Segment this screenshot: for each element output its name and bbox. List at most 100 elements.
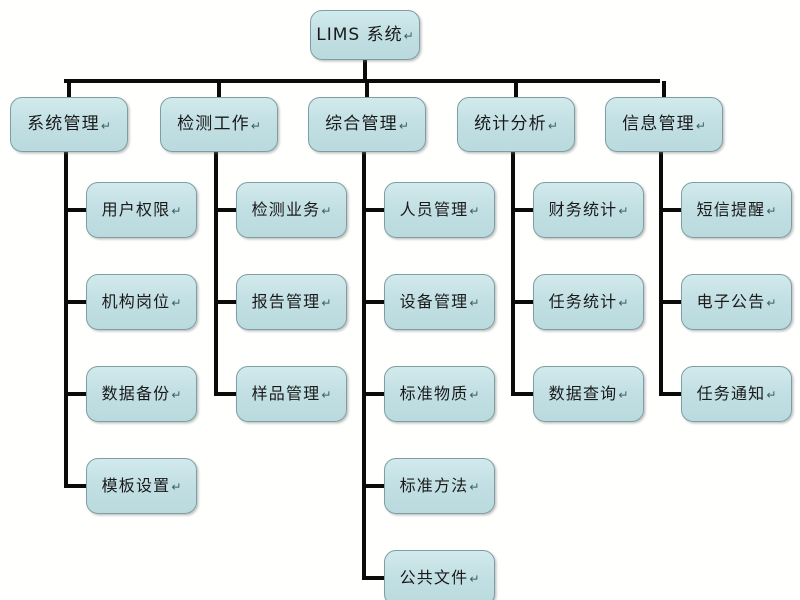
node-child-5-2-label: 电子公告 — [696, 292, 766, 311]
pilcrow-mark: ↵ — [398, 118, 409, 133]
node-child-3-3[interactable]: 标准物质↵ — [384, 366, 495, 422]
node-branch-3-label: 综合管理 — [325, 114, 398, 134]
connector-spine-to-child-4-3 — [511, 392, 535, 396]
connector-spine-to-child-1-2 — [64, 300, 88, 304]
node-child-2-3[interactable]: 样品管理↵ — [236, 366, 347, 422]
connector-spine-to-child-4-2 — [511, 300, 535, 304]
connector-bus-to-branch-4 — [514, 81, 518, 99]
node-branch-2-label: 检测工作 — [177, 114, 250, 134]
pilcrow-mark: ↵ — [321, 204, 332, 218]
pilcrow-mark: ↵ — [171, 480, 182, 494]
pilcrow-mark: ↵ — [171, 204, 182, 218]
node-branch-2[interactable]: 检测工作↵ — [160, 97, 278, 152]
connector-spine-to-child-2-3 — [214, 392, 238, 396]
connector-bus-to-branch-5 — [662, 81, 666, 99]
node-branch-4[interactable]: 统计分析↵ — [457, 97, 575, 152]
node-child-3-1-label: 人员管理 — [399, 200, 469, 219]
pilcrow-mark: ↵ — [618, 388, 629, 402]
connector-spine-branch-4 — [511, 152, 515, 394]
node-child-5-1-label: 短信提醒 — [696, 200, 766, 219]
node-child-2-3-label: 样品管理 — [251, 384, 321, 403]
node-child-3-2[interactable]: 设备管理↵ — [384, 274, 495, 330]
node-child-1-4-label: 模板设置 — [101, 476, 171, 495]
connector-bus-to-branch-1 — [67, 81, 71, 99]
pilcrow-mark: ↵ — [618, 296, 629, 310]
node-child-1-1-label: 用户权限 — [101, 200, 171, 219]
pilcrow-mark: ↵ — [469, 388, 480, 402]
node-child-3-4-label: 标准方法 — [399, 476, 469, 495]
node-child-5-2[interactable]: 电子公告↵ — [681, 274, 792, 330]
node-child-2-2-label: 报告管理 — [251, 292, 321, 311]
pilcrow-mark: ↵ — [171, 296, 182, 310]
node-branch-5[interactable]: 信息管理↵ — [605, 97, 723, 152]
node-child-3-3-label: 标准物质 — [399, 384, 469, 403]
node-child-2-1[interactable]: 检测业务↵ — [236, 182, 347, 238]
node-child-4-1-label: 财务统计 — [548, 200, 618, 219]
pilcrow-mark: ↵ — [469, 572, 480, 586]
connector-spine-branch-2 — [214, 152, 218, 394]
connector-spine-to-child-5-3 — [659, 392, 683, 396]
connector-spine-to-child-3-4 — [362, 484, 386, 488]
connector-bus-to-branch-2 — [217, 81, 221, 99]
node-child-3-5-label: 公共文件 — [399, 568, 469, 587]
node-child-4-2-label: 任务统计 — [548, 292, 618, 311]
connector-spine-branch-5 — [659, 152, 663, 394]
node-child-1-1[interactable]: 用户权限↵ — [86, 182, 197, 238]
node-root[interactable]: LIMS 系统↵ — [310, 10, 420, 60]
connector-spine-to-child-2-2 — [214, 300, 238, 304]
node-child-1-4[interactable]: 模板设置↵ — [86, 458, 197, 514]
pilcrow-mark: ↵ — [547, 118, 558, 133]
pilcrow-mark: ↵ — [469, 204, 480, 218]
connector-spine-to-child-1-3 — [64, 392, 88, 396]
node-child-4-1[interactable]: 财务统计↵ — [533, 182, 644, 238]
node-child-4-3[interactable]: 数据查询↵ — [533, 366, 644, 422]
node-root-label: LIMS 系统 — [316, 24, 403, 45]
pilcrow-mark: ↵ — [403, 29, 414, 43]
pilcrow-mark: ↵ — [321, 296, 332, 310]
node-child-3-5[interactable]: 公共文件↵ — [384, 550, 495, 600]
node-child-3-2-label: 设备管理 — [399, 292, 469, 311]
node-branch-5-label: 信息管理 — [622, 114, 695, 134]
connector-spine-to-child-3-3 — [362, 392, 386, 396]
node-branch-3[interactable]: 综合管理↵ — [308, 97, 426, 152]
connector-bus-to-branch-3 — [365, 81, 369, 99]
connector-spine-to-child-5-1 — [659, 208, 683, 212]
connector-spine-branch-1 — [64, 152, 68, 486]
pilcrow-mark: ↵ — [250, 118, 261, 133]
pilcrow-mark: ↵ — [618, 204, 629, 218]
connector-level2-bus — [64, 79, 660, 83]
connector-spine-to-child-3-5 — [362, 576, 386, 580]
node-child-1-3[interactable]: 数据备份↵ — [86, 366, 197, 422]
node-child-5-3[interactable]: 任务通知↵ — [681, 366, 792, 422]
pilcrow-mark: ↵ — [469, 480, 480, 494]
node-child-2-2[interactable]: 报告管理↵ — [236, 274, 347, 330]
pilcrow-mark: ↵ — [100, 118, 111, 133]
node-child-1-2[interactable]: 机构岗位↵ — [86, 274, 197, 330]
pilcrow-mark: ↵ — [766, 388, 777, 402]
connector-spine-to-child-1-1 — [64, 208, 88, 212]
pilcrow-mark: ↵ — [766, 296, 777, 310]
node-branch-1-label: 系统管理 — [27, 114, 100, 134]
connector-root-stem — [363, 58, 367, 83]
node-child-3-4[interactable]: 标准方法↵ — [384, 458, 495, 514]
node-child-4-2[interactable]: 任务统计↵ — [533, 274, 644, 330]
connector-spine-branch-3 — [362, 152, 366, 578]
pilcrow-mark: ↵ — [469, 296, 480, 310]
connector-spine-to-child-3-2 — [362, 300, 386, 304]
node-branch-4-label: 统计分析 — [474, 114, 547, 134]
node-child-3-1[interactable]: 人员管理↵ — [384, 182, 495, 238]
node-child-5-1[interactable]: 短信提醒↵ — [681, 182, 792, 238]
connector-spine-to-child-3-1 — [362, 208, 386, 212]
connector-spine-to-child-4-1 — [511, 208, 535, 212]
pilcrow-mark: ↵ — [171, 388, 182, 402]
node-child-4-3-label: 数据查询 — [548, 384, 618, 403]
node-child-2-1-label: 检测业务 — [251, 200, 321, 219]
pilcrow-mark: ↵ — [695, 118, 706, 133]
node-child-1-2-label: 机构岗位 — [101, 292, 171, 311]
connector-spine-to-child-1-4 — [64, 484, 88, 488]
node-child-5-3-label: 任务通知 — [696, 384, 766, 403]
node-child-1-3-label: 数据备份 — [101, 384, 171, 403]
node-branch-1[interactable]: 系统管理↵ — [10, 97, 128, 152]
connector-spine-to-child-5-2 — [659, 300, 683, 304]
